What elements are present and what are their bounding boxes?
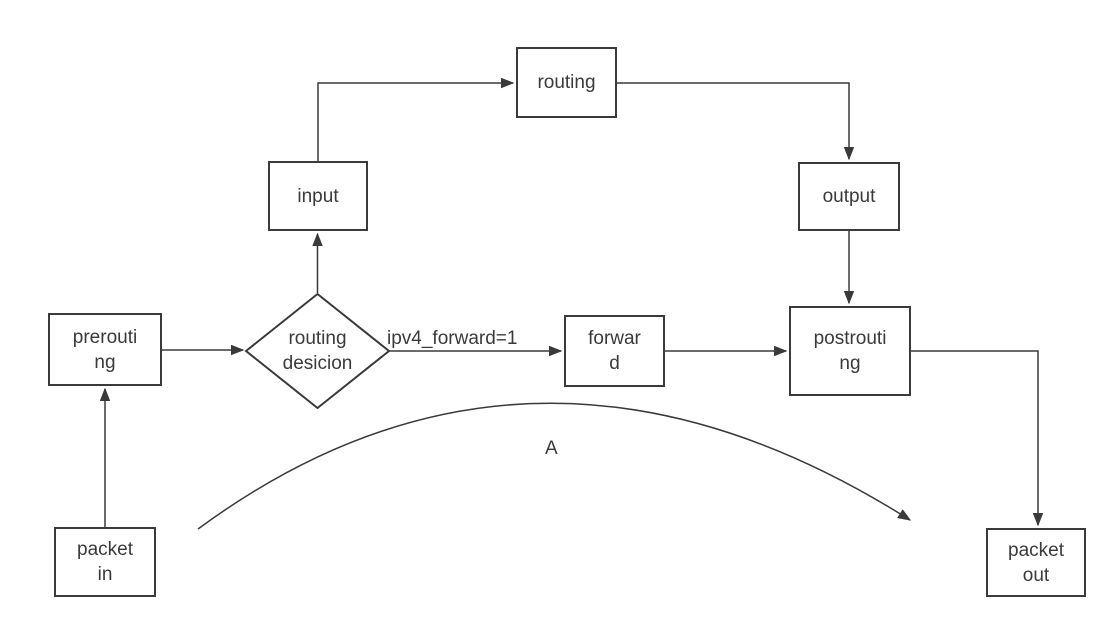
edge-input-to-routing — [317, 83, 513, 161]
node-packet-out: packet out — [986, 528, 1086, 597]
node-output-label: output — [822, 186, 876, 207]
node-output: output — [798, 162, 900, 231]
node-routing: routing — [516, 47, 617, 118]
node-packet-out-label: packet out — [1008, 539, 1064, 586]
node-prerouting-label: prerouti ng — [72, 326, 138, 373]
node-postrouting-label: postrouti ng — [813, 328, 887, 374]
node-postrouting: postrouti ng — [789, 306, 911, 396]
edge-label-ipv4-forward: ipv4_forward=1 — [387, 328, 518, 349]
node-routing-decision-label: routing desicion — [282, 328, 353, 374]
node-forward-label: forwar d — [588, 328, 641, 374]
edge-routing-to-output — [617, 82, 849, 159]
node-forward: forwar d — [564, 315, 665, 387]
edge-label-a: A — [545, 438, 558, 459]
edge-curve-a — [197, 402, 910, 530]
node-input-label: input — [297, 185, 339, 207]
node-prerouting: prerouti ng — [48, 313, 162, 386]
node-packet-in: packet in — [54, 527, 156, 597]
node-routing-label: routing — [537, 72, 596, 93]
node-packet-in-label: packet in — [77, 539, 133, 585]
node-routing-decision-label-box: routing desicion — [250, 315, 385, 387]
edge-postrouting-to-packet-out — [911, 350, 1038, 525]
node-input: input — [268, 161, 368, 231]
